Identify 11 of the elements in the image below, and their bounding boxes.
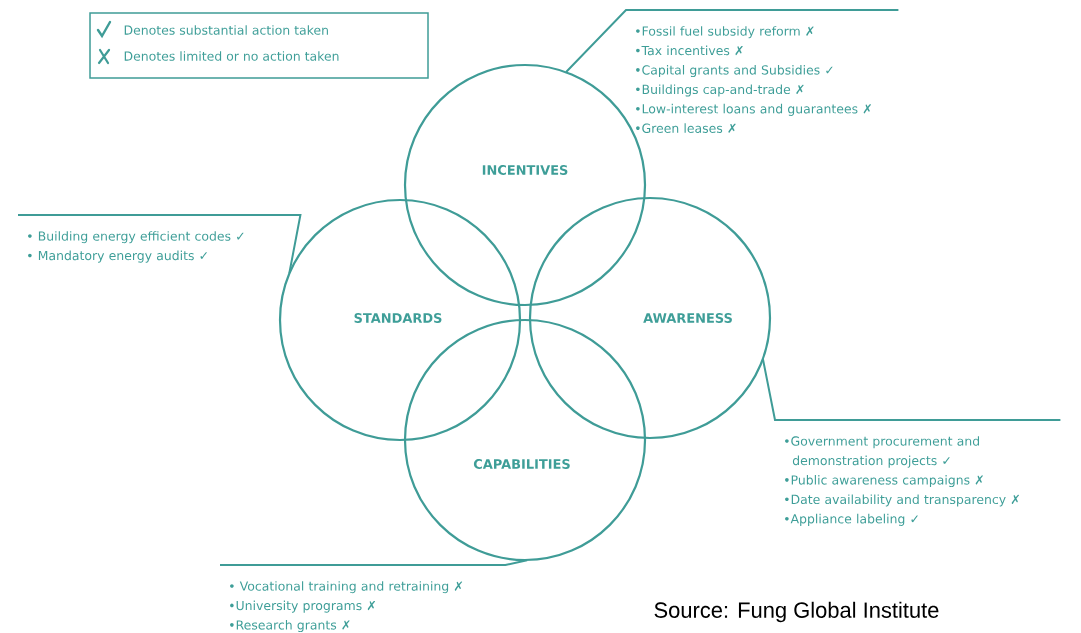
bullet-list: •Fossil fuel subsidy reform ✗ •Tax incentives ✗ •Capital grants and Subsidies ✓ •Buildings cap-and-trade ✗ •Low-interest loans and guarantees ✗ •Green leases ✗ xyxy=(636,26,871,133)
leader-line xyxy=(565,9,900,74)
source-note: Source: Fung Global Institute xyxy=(654,601,939,623)
legend-text: Denotes substantial action taken xyxy=(124,25,328,35)
leader-line xyxy=(761,358,1062,421)
bullet-list: • Building energy efficient codes ✓ • Mandatory energy audits ✓ xyxy=(28,231,244,263)
legend-text: Denotes limited or no action taken xyxy=(124,51,339,61)
leader-line xyxy=(17,214,302,275)
bullet-list: •Government procurement and demonstration projects ✓ •Public awareness campaigns ✗ •Date availability and transparency ✗ •Appliance labeling ✓ xyxy=(785,436,1019,526)
bullet-list: • Vocational training and retraining ✗ •University programs ✗ •Research grants ✗ xyxy=(230,581,463,633)
leader-line xyxy=(219,559,529,566)
